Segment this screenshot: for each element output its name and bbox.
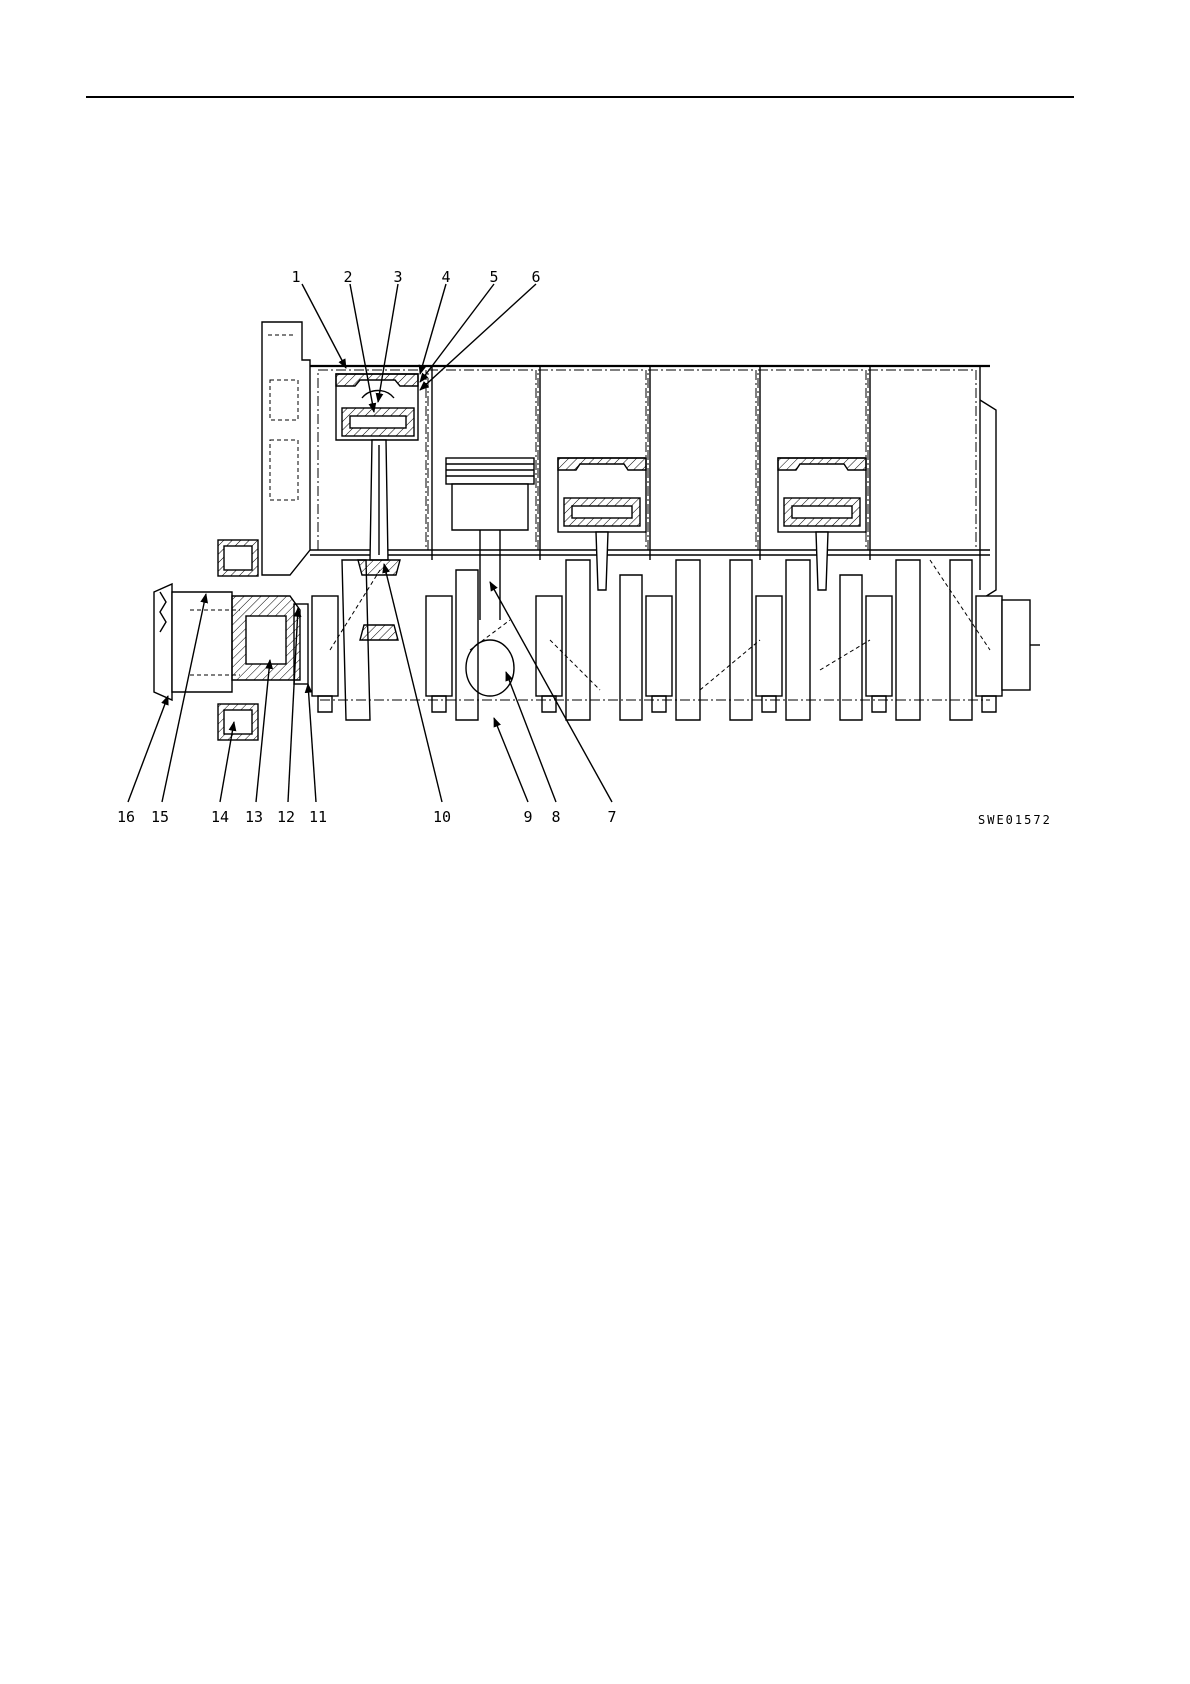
piston-2-view bbox=[446, 458, 534, 696]
callout-5: 5 bbox=[489, 268, 498, 286]
piston-1-section bbox=[336, 374, 418, 640]
callout-12: 12 bbox=[277, 808, 295, 826]
callout-2: 2 bbox=[343, 268, 352, 286]
callout-14: 14 bbox=[211, 808, 229, 826]
callout-3: 3 bbox=[393, 268, 402, 286]
callout-16: 16 bbox=[117, 808, 135, 826]
callout-7: 7 bbox=[607, 808, 616, 826]
callout-11: 11 bbox=[309, 808, 327, 826]
drawing-code: SWE01572 bbox=[978, 813, 1052, 827]
callout-4: 4 bbox=[441, 268, 450, 286]
crankshaft bbox=[312, 560, 1040, 720]
callout-10: 10 bbox=[433, 808, 451, 826]
callout-9: 9 bbox=[523, 808, 532, 826]
front-pulley-assembly bbox=[154, 540, 308, 740]
piston-5-section bbox=[778, 458, 866, 590]
callout-15: 15 bbox=[151, 808, 169, 826]
callout-1: 1 bbox=[291, 268, 300, 286]
callout-6: 6 bbox=[531, 268, 540, 286]
callout-13: 13 bbox=[245, 808, 263, 826]
piston-3-section bbox=[558, 458, 646, 590]
callout-labels: 1 2 3 4 5 6 7 8 9 10 11 12 13 14 15 16 bbox=[117, 268, 617, 826]
callout-8: 8 bbox=[551, 808, 560, 826]
